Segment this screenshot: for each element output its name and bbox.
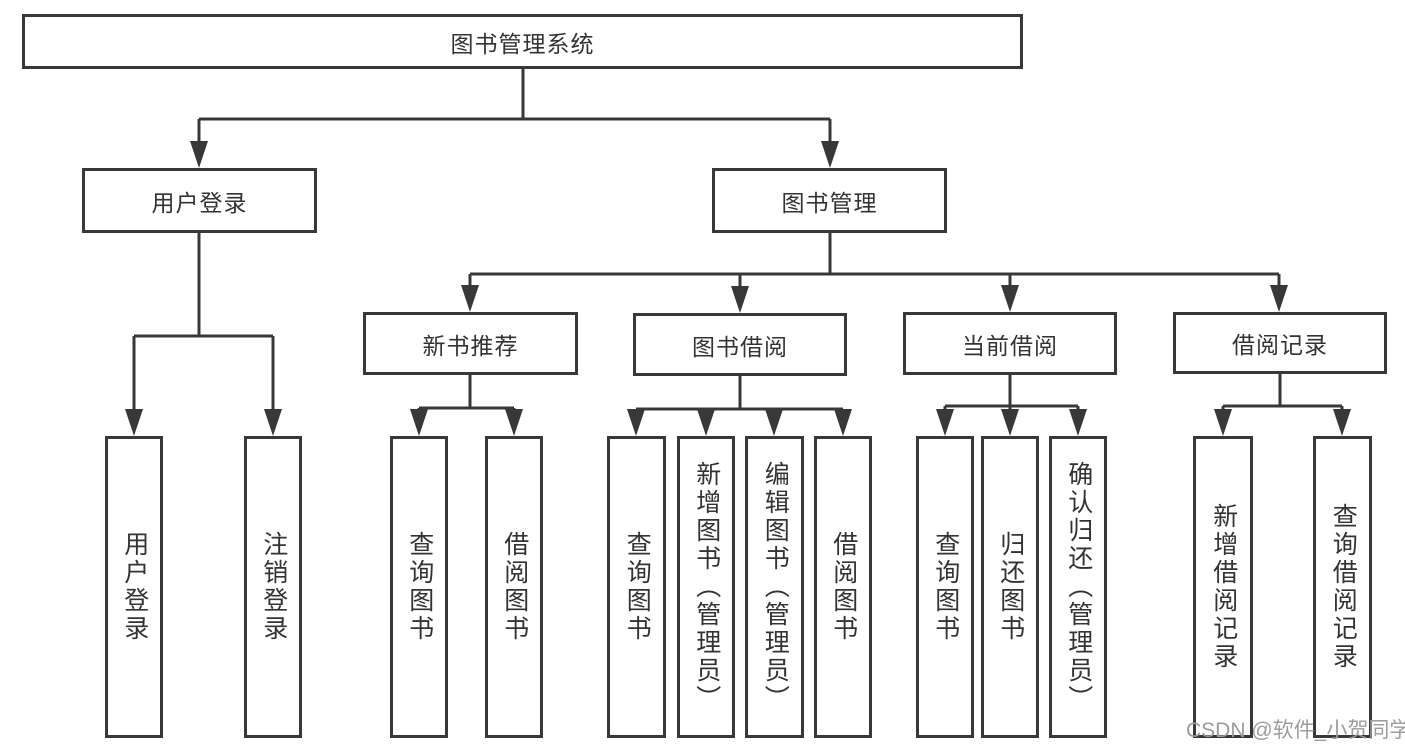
arrow-down-icon — [461, 285, 479, 312]
arrow-down-icon — [627, 409, 645, 436]
node-root: 图书管理系统 — [22, 14, 1023, 69]
arrow-down-icon — [1214, 409, 1232, 436]
node-book-borrow: 图书借阅 — [633, 313, 847, 376]
leaf-label: 用户登录 — [120, 531, 149, 643]
leaf-add-books-admin: 新增图书（管理员） — [677, 436, 735, 738]
arrow-down-icon — [1001, 409, 1019, 436]
leaf-label: 新增借阅记录 — [1209, 503, 1238, 671]
arrow-down-icon — [1333, 409, 1351, 436]
node-user-login: 用户登录 — [82, 168, 317, 233]
leaf-label: 确认归还（管理员） — [1064, 461, 1093, 713]
leaf-borrow-books-recommend: 借阅图书 — [485, 436, 543, 738]
csdn-watermark: CSDN @软件_小贺同学 — [1186, 719, 1405, 742]
node-borrow-records: 借阅记录 — [1173, 312, 1387, 374]
leaf-label: 借阅图书 — [829, 531, 858, 643]
leaf-query-books-recommend: 查询图书 — [390, 436, 448, 738]
node-current-borrow: 当前借阅 — [903, 312, 1117, 375]
node-new-book-recommend: 新书推荐 — [363, 312, 578, 375]
arrow-down-icon — [1001, 285, 1019, 312]
leaf-label: 借阅图书 — [500, 531, 529, 643]
leaf-label: 编辑图书（管理员） — [761, 461, 790, 713]
leaf-label: 新增图书（管理员） — [692, 461, 721, 713]
leaf-label: 查询借阅记录 — [1329, 503, 1358, 671]
leaf-user-login: 用户登录 — [105, 436, 163, 738]
arrow-down-icon — [1270, 285, 1288, 312]
arrow-down-icon — [697, 409, 715, 436]
leaf-label: 查询图书 — [623, 531, 652, 643]
leaf-logout: 注销登录 — [244, 436, 302, 738]
leaf-query-borrow-record: 查询借阅记录 — [1313, 436, 1372, 738]
arrow-down-icon — [125, 409, 143, 436]
leaf-add-borrow-record: 新增借阅记录 — [1193, 436, 1253, 738]
leaf-label: 注销登录 — [259, 531, 288, 643]
arrow-down-icon — [821, 141, 839, 168]
leaf-confirm-return-admin: 确认归还（管理员） — [1049, 436, 1107, 738]
arrow-down-icon — [410, 409, 428, 436]
leaf-edit-books-admin: 编辑图书（管理员） — [745, 436, 804, 738]
leaf-return-books: 归还图书 — [981, 436, 1039, 738]
arrow-down-icon — [505, 409, 523, 436]
leaf-label: 查询图书 — [405, 531, 434, 643]
arrow-down-icon — [765, 409, 783, 436]
node-book-management: 图书管理 — [712, 168, 947, 233]
arrow-down-icon — [731, 286, 749, 313]
leaf-query-books-current: 查询图书 — [916, 436, 974, 738]
leaf-label: 归还图书 — [996, 531, 1025, 643]
leaf-query-books-borrow: 查询图书 — [607, 436, 666, 738]
arrow-down-icon — [264, 409, 282, 436]
arrow-down-icon — [834, 409, 852, 436]
arrow-down-icon — [190, 141, 208, 168]
arrow-down-icon — [1069, 409, 1087, 436]
leaf-borrow-books: 借阅图书 — [814, 436, 872, 738]
arrow-down-icon — [936, 409, 954, 436]
leaf-label: 查询图书 — [931, 531, 960, 643]
